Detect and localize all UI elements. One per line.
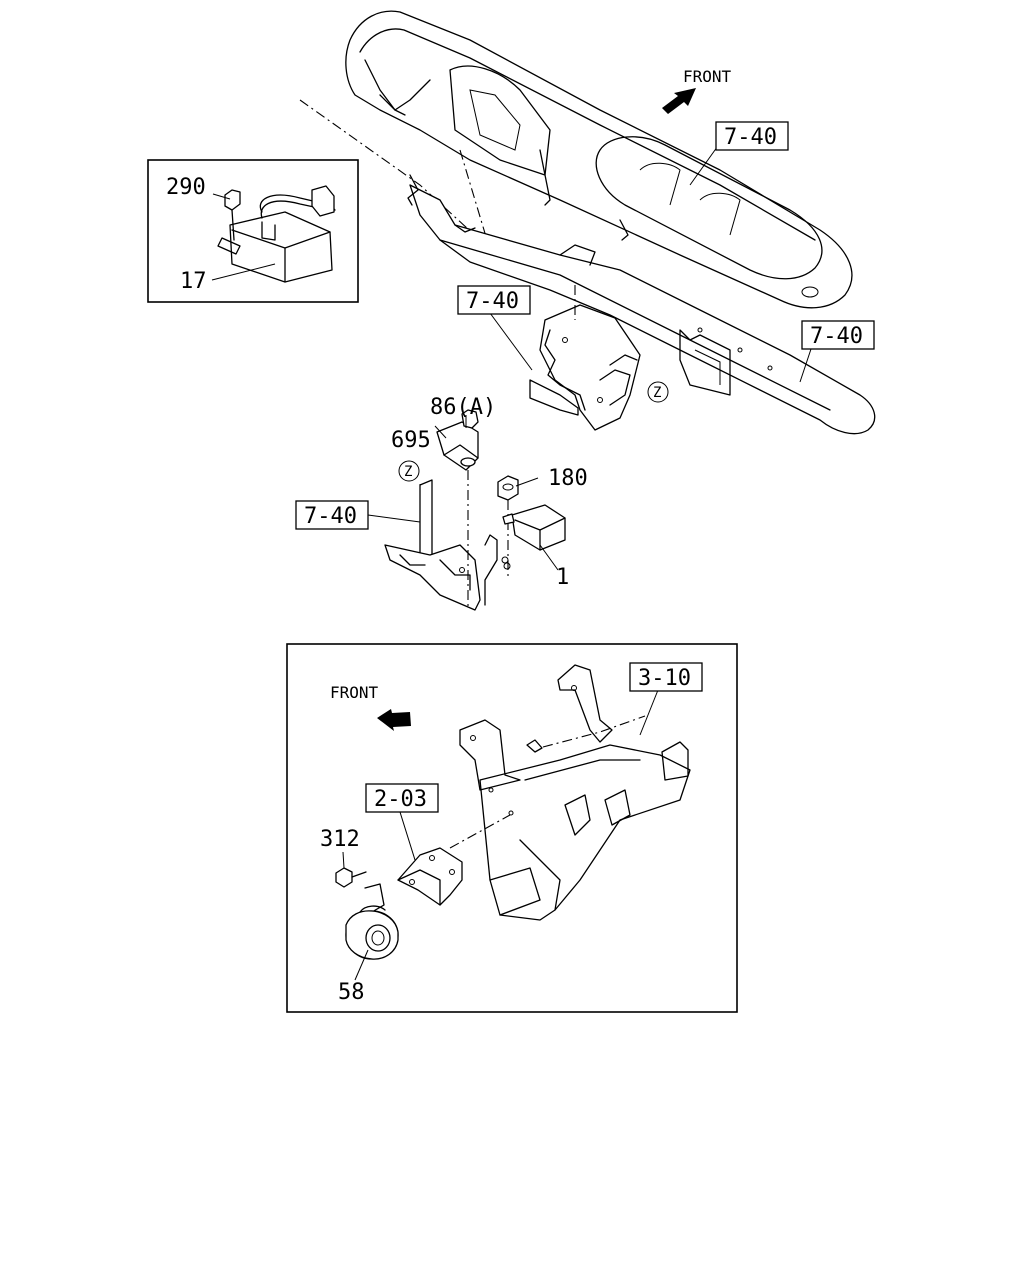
z-marker-circle [647,381,669,403]
ref-box-beam [801,320,875,350]
ref-frame: 3-10 [638,666,691,691]
label-695: 695 [391,428,431,453]
label-180: 180 [548,466,588,491]
part-58-buzzer [345,905,399,960]
ref-box-bracket-lower [365,783,439,813]
front-arrow-icon [662,88,696,114]
ref-stay: 7-40 [304,504,357,529]
label-17: 17 [180,269,207,294]
front-arrow-icon [377,709,411,731]
z-marker-1: Z [404,464,412,480]
center-bracket [529,304,641,431]
mounting-bracket [364,847,463,913]
lower-view [286,643,738,1013]
ref-box-stay [295,500,369,530]
z-marker-circle [398,460,420,482]
cross-beam [407,174,876,435]
ref-panel: 7-40 [724,125,777,150]
z-marker-2: Z [653,385,661,401]
inset-box-17 [147,159,359,303]
part-312-screw [335,867,367,888]
label-58: 58 [338,980,365,1005]
front-label-upper: FRONT [683,67,732,86]
instrument-panel [345,10,853,309]
frame-bracket [459,664,691,921]
ref-bracket-lower: 2-03 [374,787,427,812]
bracket-stay [384,479,498,611]
ref-beam: 7-40 [810,324,863,349]
lower-view-frame [286,643,738,1013]
ref-bracket: 7-40 [466,289,519,314]
part-180-nut [497,475,519,501]
ref-box-panel [715,121,789,151]
ref-box-bracket [457,285,531,315]
label-86a: 86(A) [430,395,496,420]
upper-view [147,10,876,611]
part-1-sensor [502,504,566,551]
ref-box-frame [629,662,703,692]
label-312: 312 [320,827,360,852]
front-label-lower: FRONT [330,683,379,702]
part-695-bracket [436,421,479,471]
label-290: 290 [166,175,206,200]
label-1: 1 [556,565,569,590]
